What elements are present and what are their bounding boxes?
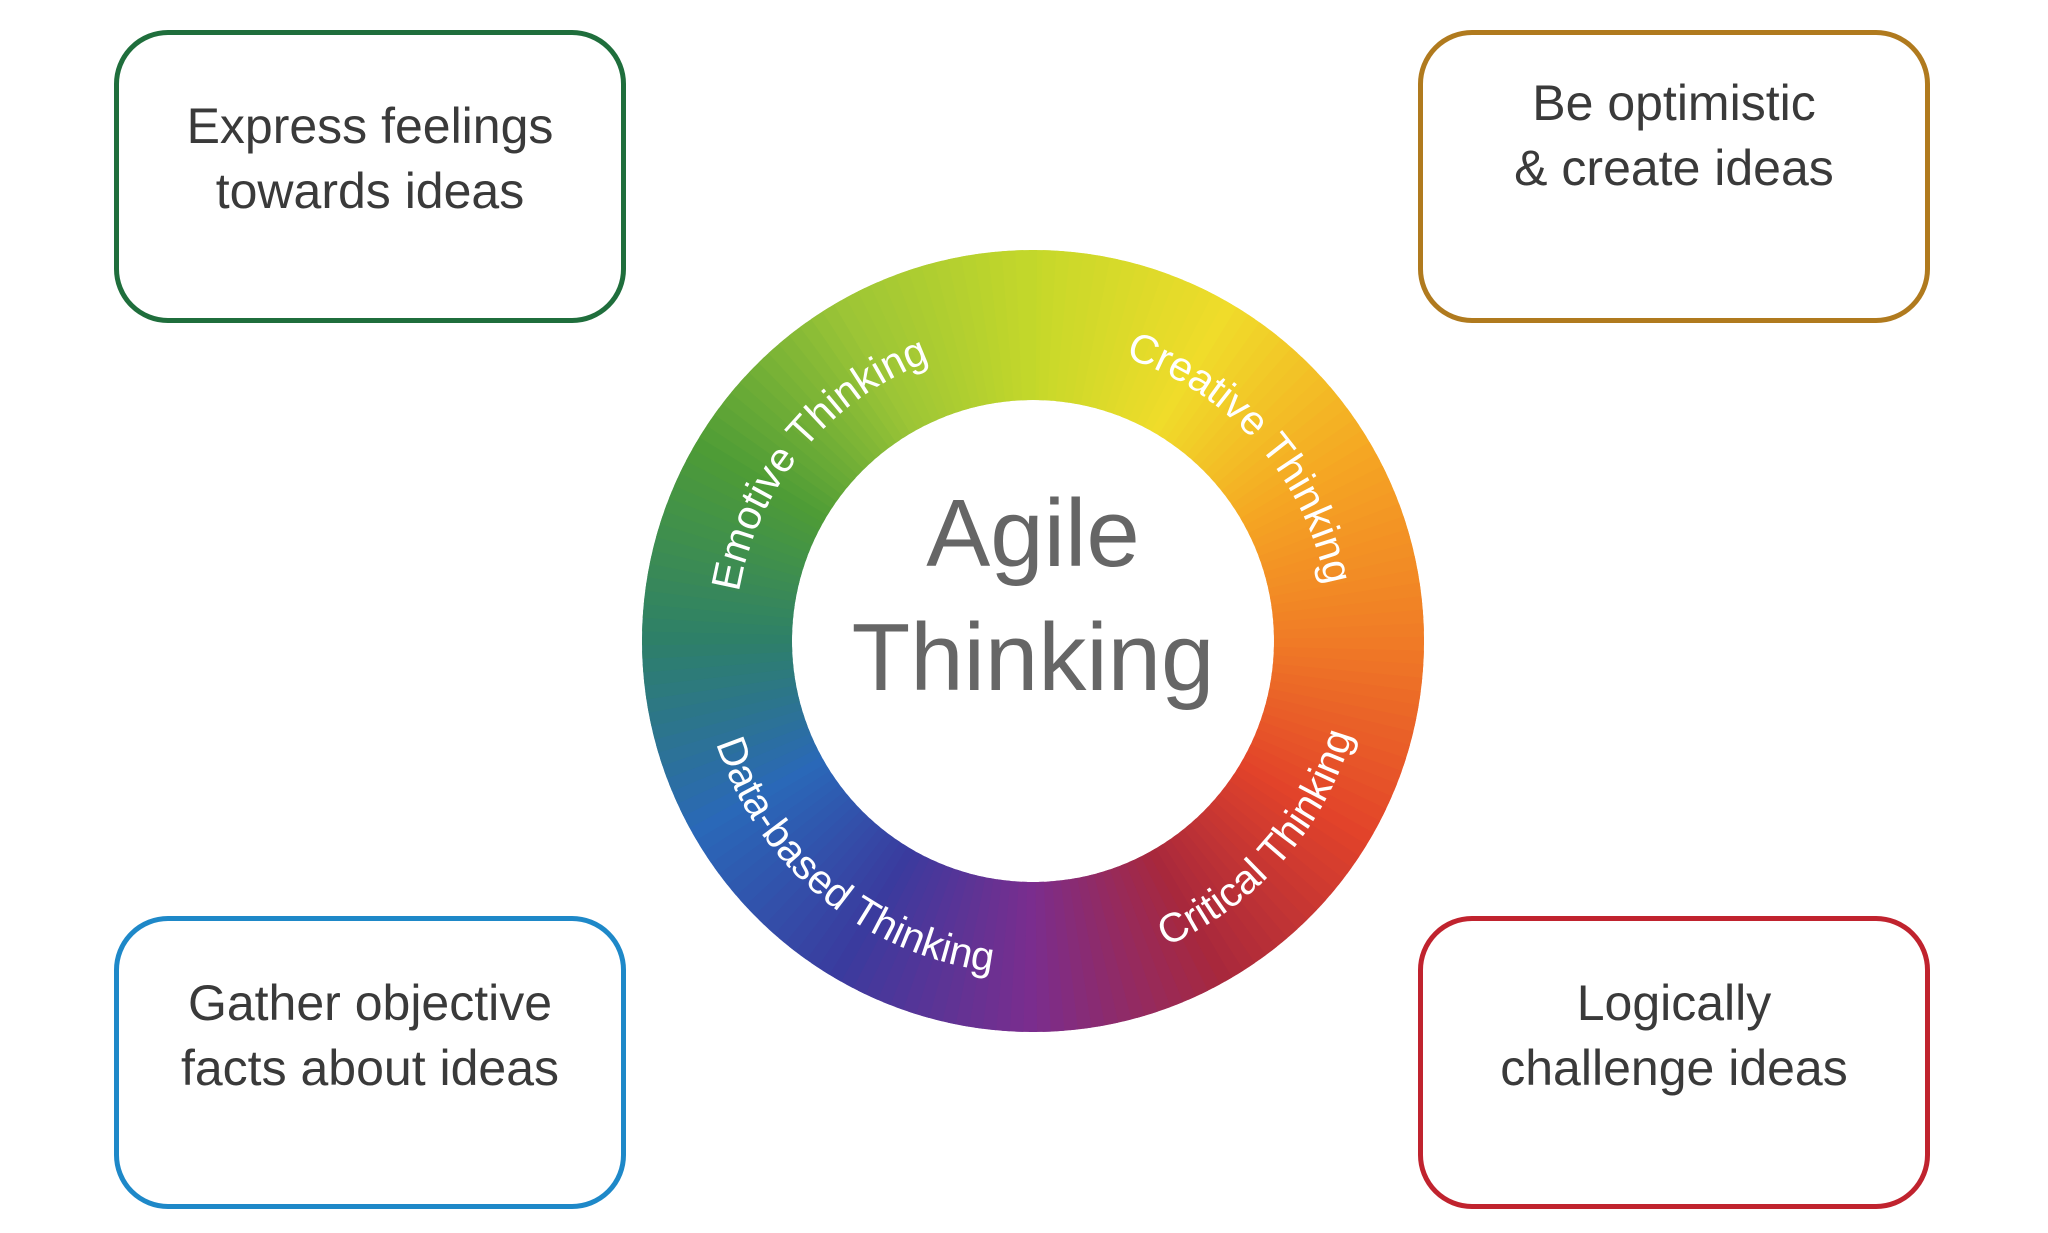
box-top-left-text: Express feelings towards ideas	[186, 97, 554, 219]
center-title-line1: Agile	[926, 480, 1139, 587]
box-top-left: Express feelings towards ideas	[114, 30, 626, 323]
ring-segments	[642, 250, 1424, 1032]
box-top-right: Be optimistic & create ideas	[1418, 30, 1930, 323]
box-top-right-text: Be optimistic & create ideas	[1514, 74, 1834, 196]
box-bottom-right-text: Logically challenge ideas	[1500, 974, 1848, 1096]
box-bottom-left-text: Gather objective facts about ideas	[180, 974, 560, 1096]
box-bottom-left: Gather objective facts about ideas	[114, 916, 626, 1209]
box-bottom-right: Logically challenge ideas	[1418, 916, 1930, 1209]
center-title-line2: Thinking	[852, 604, 1215, 711]
